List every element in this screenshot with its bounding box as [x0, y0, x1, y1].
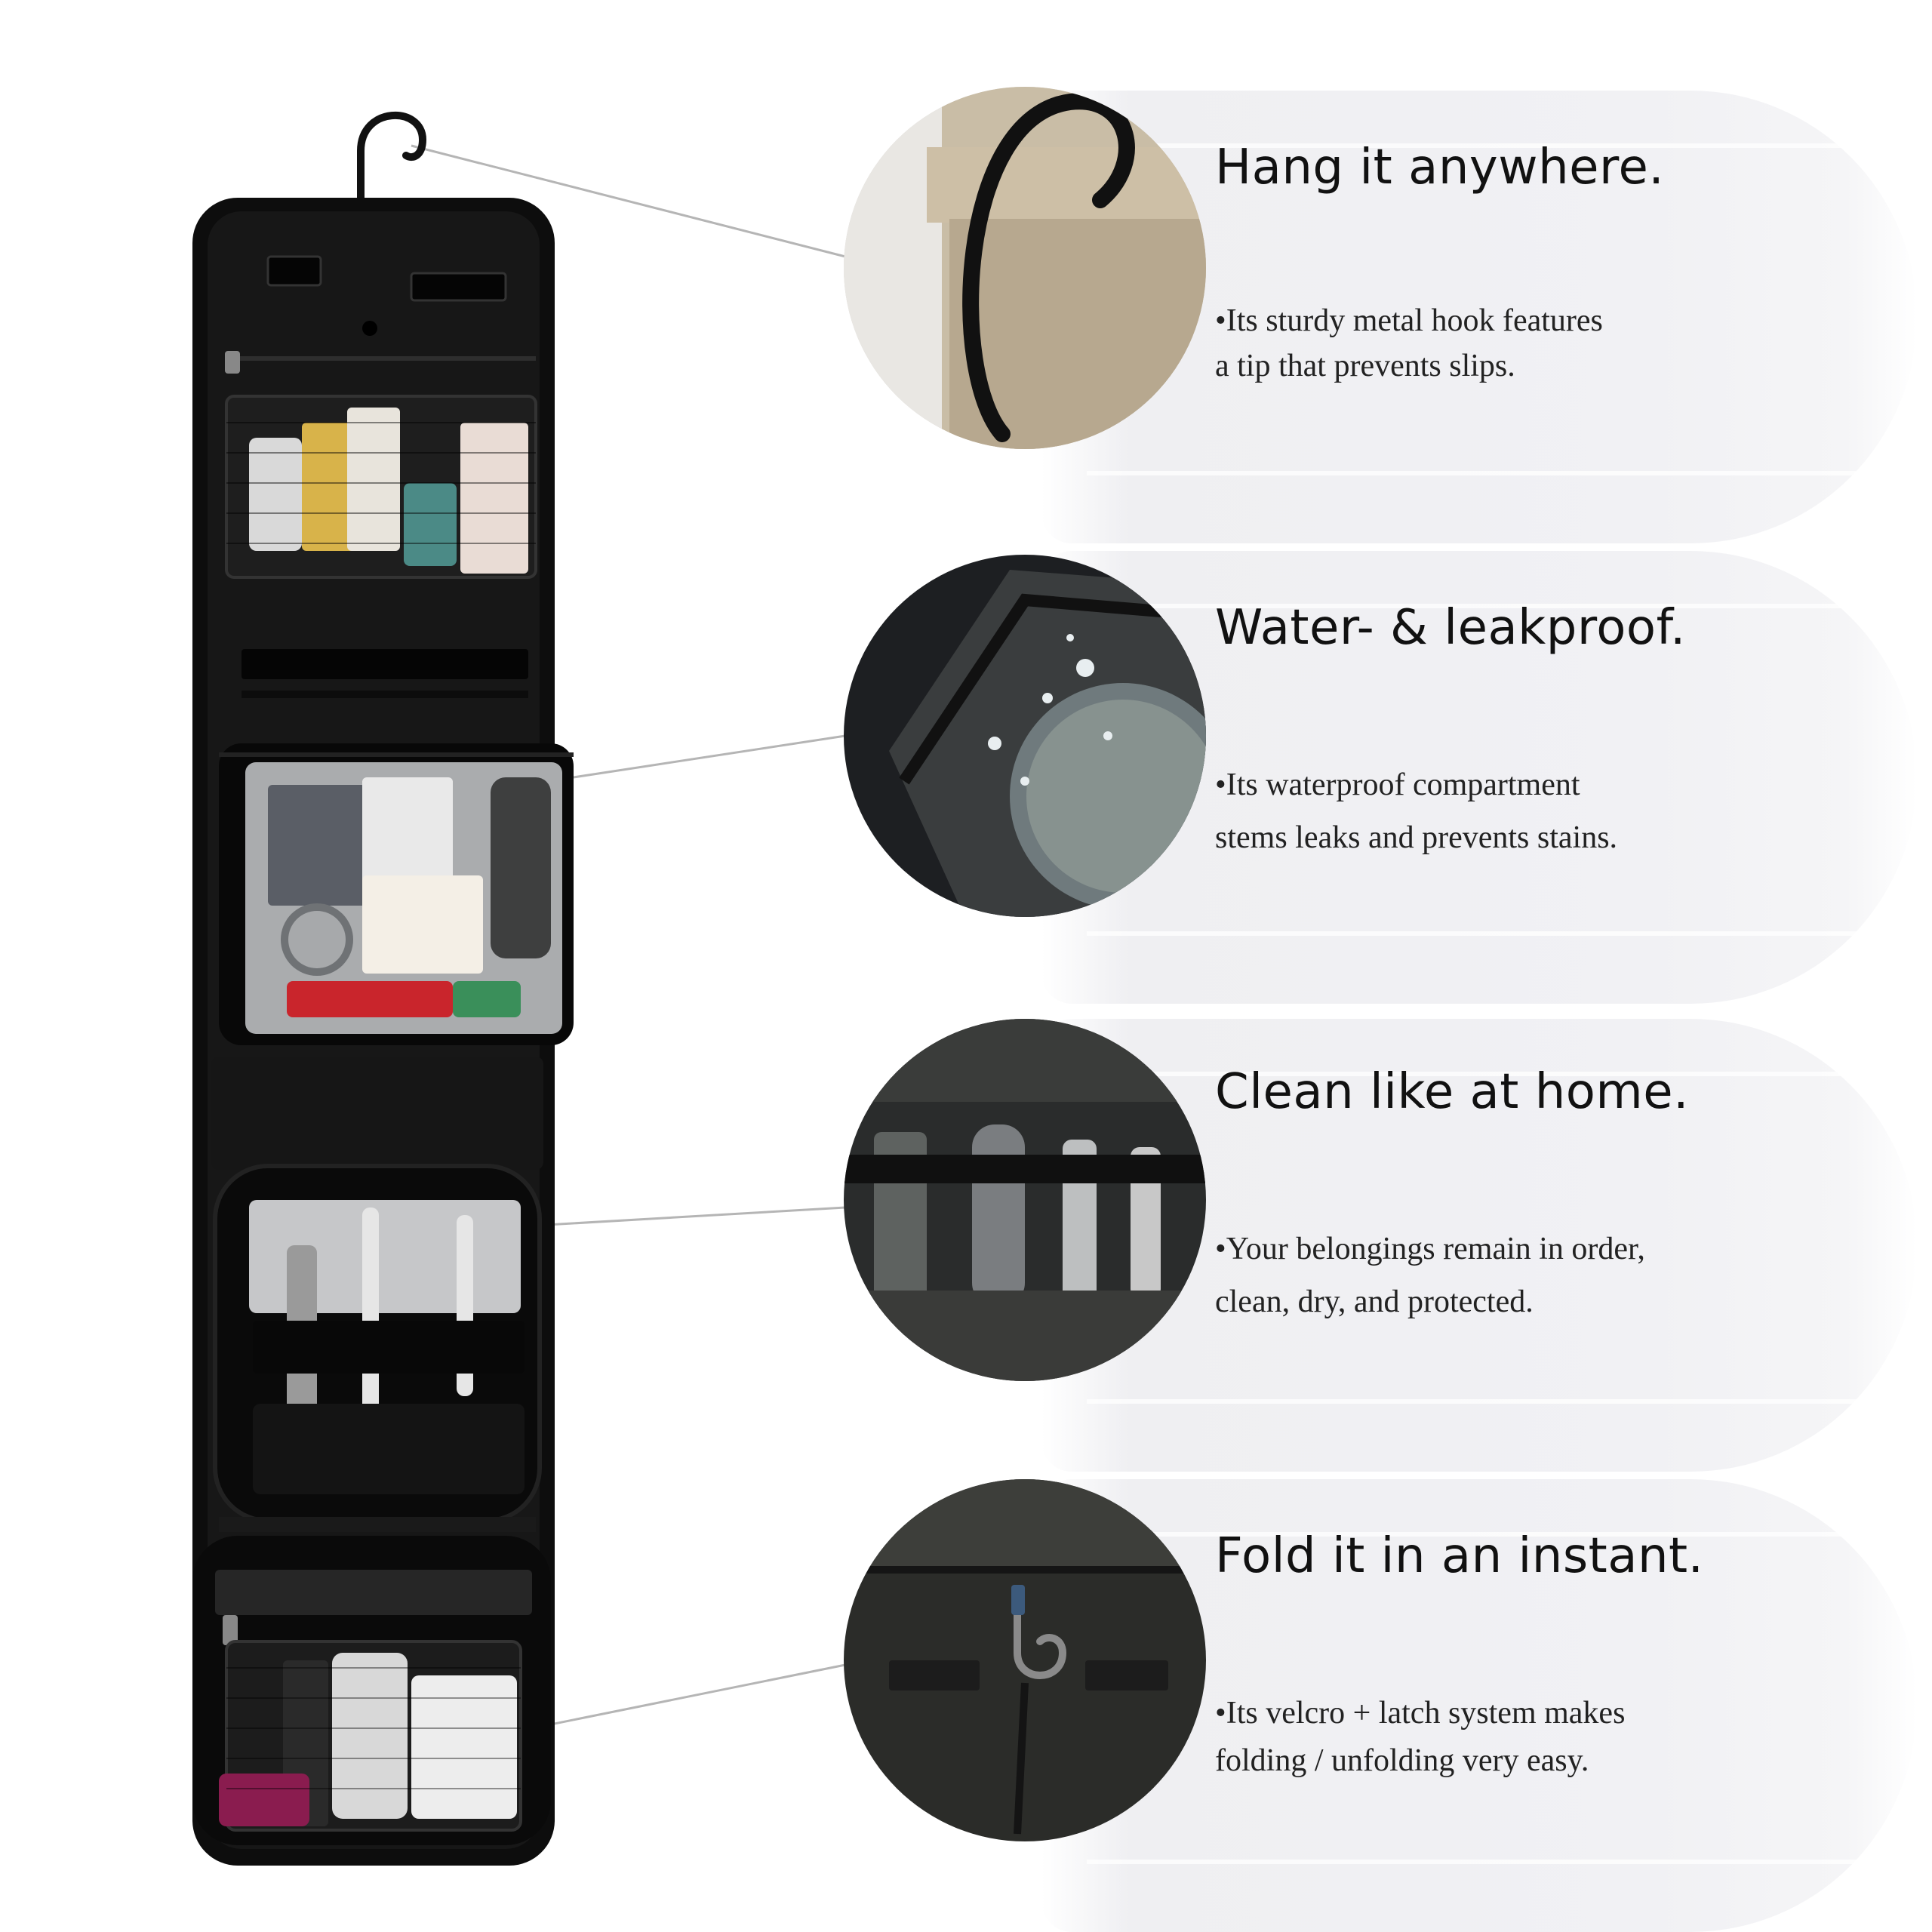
feature-desc-clean-line2: clean, dry, and protected.	[1215, 1284, 1534, 1319]
feature-photo-clean	[844, 1019, 1206, 1381]
feature-photo-water	[844, 555, 1206, 917]
feature-desc-water-line2: stems leaks and prevents stains.	[1215, 820, 1618, 855]
connector-line-fold	[531, 1663, 850, 1730]
feature-desc-clean-line1: •Your belongings remain in order,	[1215, 1232, 1645, 1266]
feature-title-water: Water- & leakproof.	[1215, 600, 1686, 656]
velcro-latch-icon	[844, 1479, 1206, 1841]
connector-line-water	[573, 734, 846, 779]
feature-desc-hang-line2: a tip that prevents slips.	[1215, 349, 1515, 383]
hook-closeup-icon	[844, 87, 1206, 449]
feature-photo-fold	[844, 1479, 1206, 1841]
waterproof-pouch-icon	[844, 555, 1206, 917]
hook-icon	[357, 112, 427, 204]
feature-desc-fold-line1: •Its velcro + latch system makes	[1215, 1696, 1626, 1730]
connector-line-clean	[520, 1206, 846, 1228]
feature-title-fold: Fold it in an instant.	[1215, 1528, 1704, 1584]
feature-desc-hang-line1: •Its sturdy metal hook features	[1215, 303, 1603, 338]
feature-title-hang: Hang it anywhere.	[1215, 140, 1665, 195]
bag-illustration	[192, 112, 574, 1866]
feature-desc-fold-line2: folding / unfolding very easy.	[1215, 1743, 1589, 1778]
elastic-straps-icon	[844, 1019, 1206, 1381]
feature-photo-hang	[844, 87, 1206, 449]
connector-line-hang	[411, 144, 846, 258]
feature-desc-water-line1: •Its waterproof compartment	[1215, 768, 1580, 802]
feature-title-clean: Clean like at home.	[1215, 1064, 1689, 1120]
